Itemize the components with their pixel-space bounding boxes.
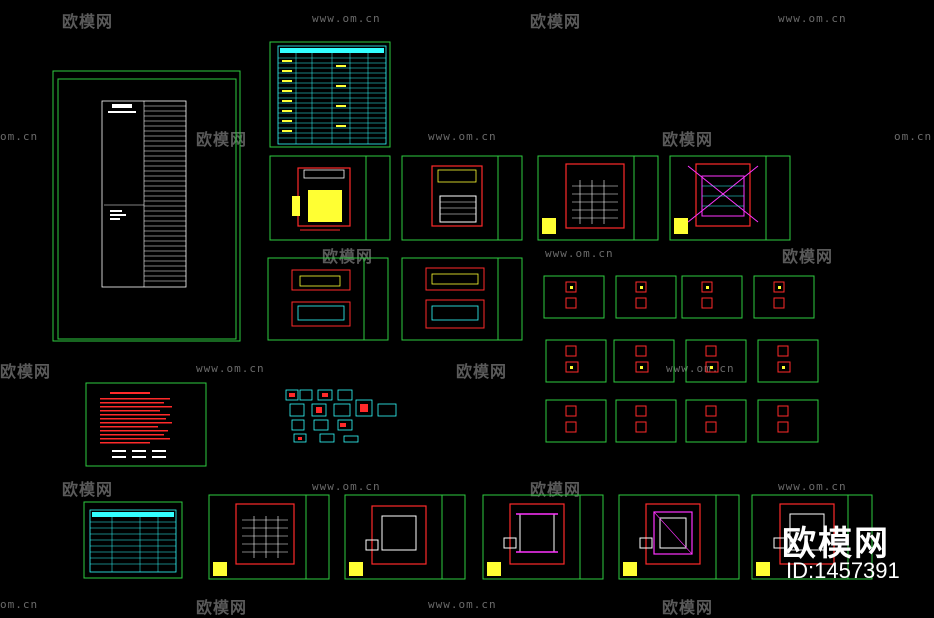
- sheet-bottom-plan-2[interactable]: [344, 494, 466, 580]
- sheet-design-notes[interactable]: [85, 382, 207, 467]
- watermark-url: om.cn: [0, 130, 39, 143]
- asset-id-label: ID:1457391: [786, 558, 900, 583]
- detail-grid[interactable]: [543, 275, 819, 443]
- sheet-elevation-2[interactable]: [401, 257, 523, 341]
- sheet-bottom-table[interactable]: [83, 501, 183, 579]
- sheet-bottom-plan-3[interactable]: [482, 494, 604, 580]
- watermark-brand: 欧模网: [782, 247, 834, 266]
- watermark-brand: 欧模网: [456, 362, 508, 381]
- sheet-bottom-plan-5[interactable]: [751, 494, 873, 580]
- sheet-plan-2[interactable]: [401, 155, 523, 241]
- symbols-legend-red: [289, 393, 368, 440]
- watermark-url: www.om.cn: [778, 12, 847, 25]
- symbols-legend[interactable]: [285, 389, 397, 443]
- sheet-plan-4[interactable]: [669, 155, 791, 241]
- watermark-brand: 欧模网: [196, 130, 248, 149]
- watermark-brand: 欧模网: [322, 247, 374, 266]
- sheet-index-list[interactable]: [52, 70, 241, 342]
- watermark-brand: 欧模网: [0, 362, 52, 381]
- watermark-url: www.om.cn: [778, 480, 847, 493]
- detail-yellow-marks: [570, 286, 785, 369]
- watermark-url: www.om.cn: [312, 480, 381, 493]
- sheet-bottom-plan-1[interactable]: [208, 494, 330, 580]
- sheet-bottom-plan-4[interactable]: [618, 494, 740, 580]
- sheet-plan-1[interactable]: [269, 155, 391, 241]
- watermark-url: www.om.cn: [545, 247, 614, 260]
- watermark-brand: 欧模网: [662, 130, 714, 149]
- watermark-url: om.cn: [894, 130, 933, 143]
- sheet-plan-3[interactable]: [537, 155, 659, 241]
- sheet-material-table[interactable]: [269, 41, 391, 148]
- site-logo-text: 欧模网: [782, 524, 890, 564]
- watermark-url: www.om.cn: [312, 12, 381, 25]
- sheet-elevation-1[interactable]: [267, 257, 389, 341]
- watermark-url: www.om.cn: [196, 362, 265, 375]
- detail-marks: [565, 281, 791, 433]
- watermark-url: om.cn: [0, 598, 39, 611]
- watermark-url: www.om.cn: [428, 130, 497, 143]
- watermark-brand: 欧模网: [530, 480, 582, 499]
- watermark-brand: 欧模网: [530, 12, 582, 31]
- watermark-brand: 欧模网: [62, 12, 114, 31]
- watermark-url: www.om.cn: [428, 598, 497, 611]
- watermark-brand: 欧模网: [62, 480, 114, 499]
